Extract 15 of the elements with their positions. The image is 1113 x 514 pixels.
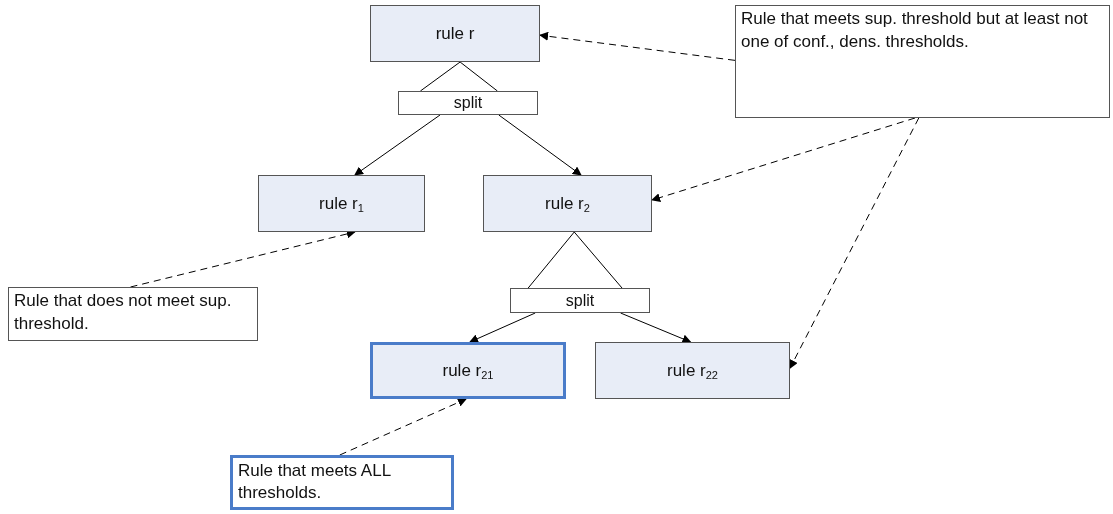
arrow — [354, 114, 441, 176]
highlighted-note-box: Rule that meets ALL thresholds. — [230, 455, 454, 510]
arrow — [789, 117, 920, 369]
arrow — [539, 31, 736, 61]
arrow — [339, 398, 467, 456]
note-box: Rule that does not meet sup. threshold. — [8, 287, 258, 341]
arrow — [469, 312, 536, 343]
arrow — [651, 117, 916, 202]
arrow — [620, 312, 692, 344]
split-label-box: split — [398, 91, 538, 115]
split-label-box: split — [510, 288, 650, 313]
connector-line — [527, 231, 623, 289]
note-box: Rule that meets sup. threshold but at least not one of conf., dens. thresholds. — [735, 5, 1110, 118]
connector-line — [419, 61, 498, 92]
arrow — [498, 114, 582, 176]
